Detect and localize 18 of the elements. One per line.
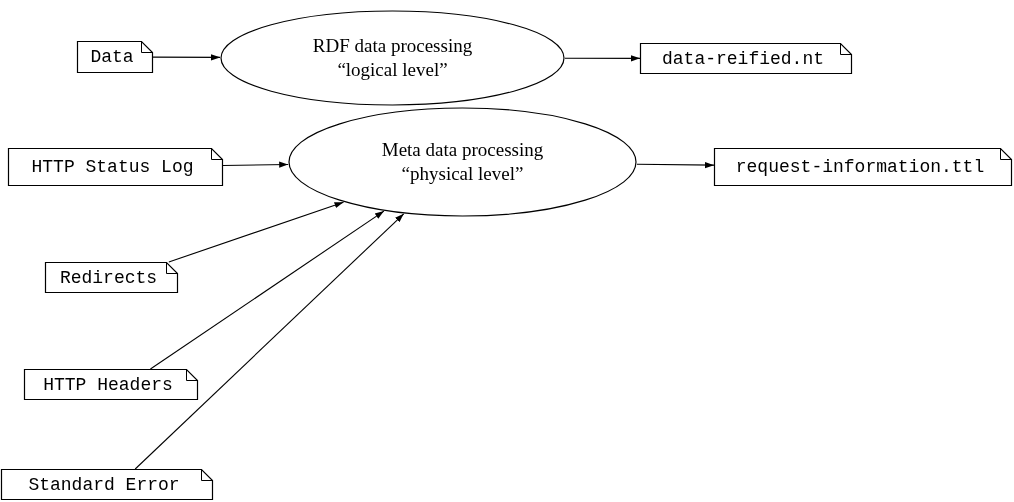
process-label: RDF data processing: [312, 34, 473, 58]
arrow: [149, 210, 385, 370]
process-label: “logical level”: [337, 58, 448, 82]
file-name-label: HTTP Status Log: [31, 157, 195, 177]
process-label: “physical level”: [401, 162, 524, 186]
arrow: [564, 55, 641, 62]
file-name-label: Standard Error: [28, 474, 181, 495]
file-name-label: Data: [90, 47, 135, 67]
arrow: [222, 161, 289, 168]
arrow: [134, 213, 405, 470]
file-name-label: data-reified.nt: [662, 48, 825, 69]
arrow: [152, 54, 221, 61]
arrow: [168, 201, 345, 263]
arrow: [636, 161, 715, 169]
file-name-label: HTTP Headers: [43, 374, 174, 395]
file-name-label: request-information.ttl: [735, 157, 986, 177]
process-label: Meta data processing: [381, 138, 544, 162]
file-name-label: Redirects: [59, 267, 159, 288]
